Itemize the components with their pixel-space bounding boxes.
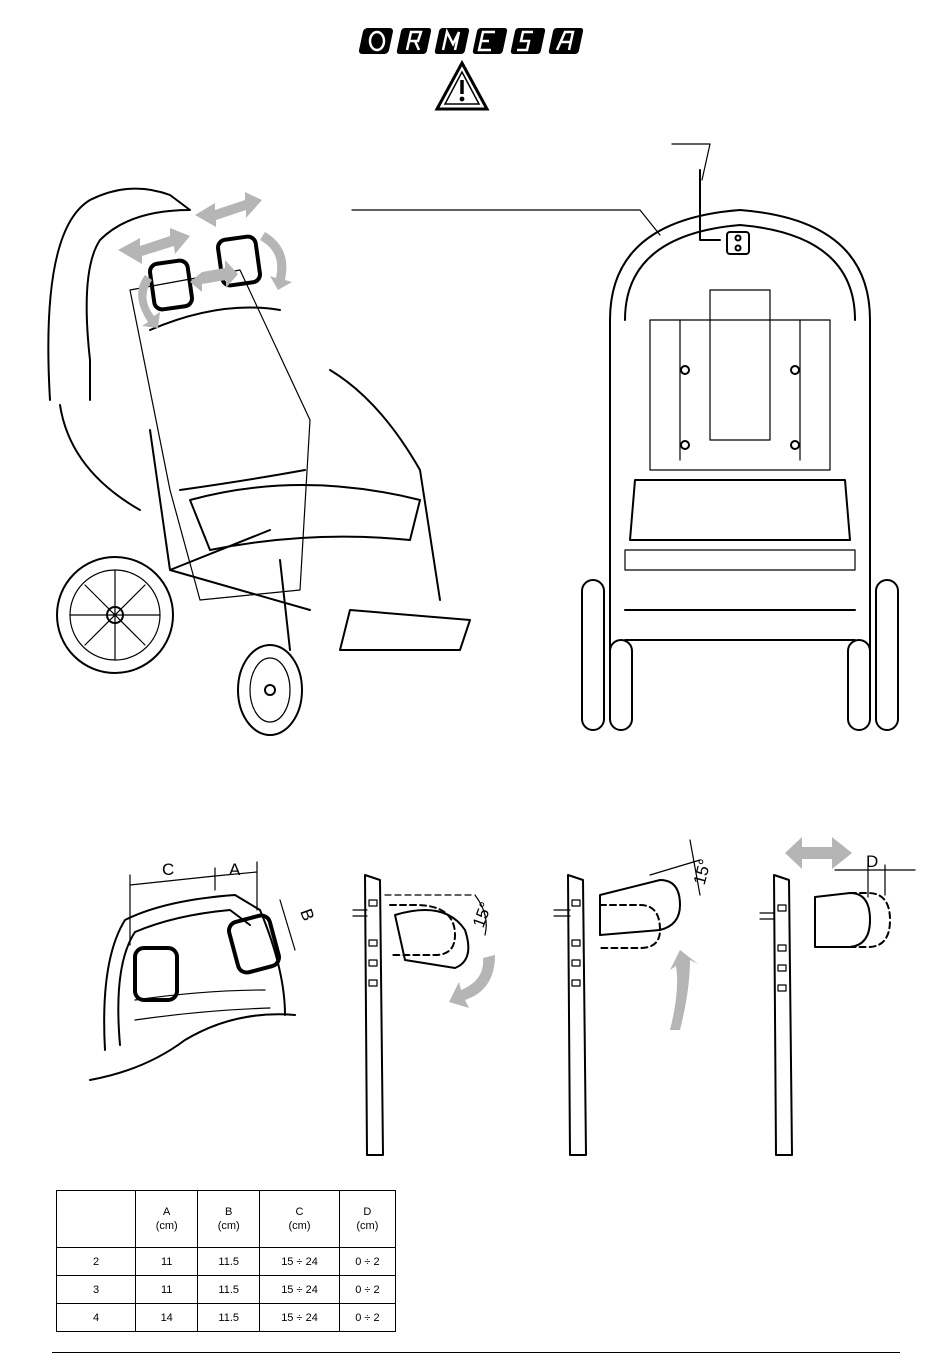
table-cell: 2 bbox=[57, 1248, 136, 1276]
table-cell: 0 ÷ 2 bbox=[339, 1248, 395, 1276]
table-header-cell: C(cm) bbox=[260, 1191, 340, 1248]
table-header-cell: A(cm) bbox=[136, 1191, 198, 1248]
table-cell: 11 bbox=[136, 1276, 198, 1304]
table-row: 2 11 11.5 15 ÷ 24 0 ÷ 2 bbox=[57, 1248, 396, 1276]
table-cell: 0 ÷ 2 bbox=[339, 1304, 395, 1332]
detail-tilt-up bbox=[540, 840, 710, 1160]
table-header-cell bbox=[57, 1191, 136, 1248]
table-cell: 15 ÷ 24 bbox=[260, 1304, 340, 1332]
table-header-cell: B(cm) bbox=[198, 1191, 260, 1248]
stroller-rear-illustration bbox=[580, 170, 900, 740]
table-cell: 15 ÷ 24 bbox=[260, 1276, 340, 1304]
table-cell: 11.5 bbox=[198, 1276, 260, 1304]
detail-depth-adjust bbox=[740, 835, 920, 1160]
table-row: 4 14 11.5 15 ÷ 24 0 ÷ 2 bbox=[57, 1304, 396, 1332]
table-row: 3 11 11.5 15 ÷ 24 0 ÷ 2 bbox=[57, 1276, 396, 1304]
detail-headrest-dimensions bbox=[85, 850, 315, 1090]
table-cell: 0 ÷ 2 bbox=[339, 1276, 395, 1304]
dimension-d-label: D bbox=[866, 852, 878, 872]
dimension-a-label: A bbox=[229, 860, 240, 880]
footer-divider bbox=[52, 1352, 900, 1353]
table-cell: 11.5 bbox=[198, 1248, 260, 1276]
warning-triangle-icon bbox=[434, 60, 490, 112]
stroller-side-illustration bbox=[30, 170, 490, 750]
table-cell: 3 bbox=[57, 1276, 136, 1304]
table-header-row: A(cm) B(cm) C(cm) D(cm) bbox=[57, 1191, 396, 1248]
ormesa-logo bbox=[355, 22, 595, 60]
table-cell: 14 bbox=[136, 1304, 198, 1332]
dimension-c-label: C bbox=[162, 860, 174, 880]
table-cell: 4 bbox=[57, 1304, 136, 1332]
table-header-cell: D(cm) bbox=[339, 1191, 395, 1248]
table-cell: 11 bbox=[136, 1248, 198, 1276]
table-cell: 11.5 bbox=[198, 1304, 260, 1332]
table-cell: 15 ÷ 24 bbox=[260, 1248, 340, 1276]
headrest-size-table: A(cm) B(cm) C(cm) D(cm) 2 11 11.5 15 ÷ 2… bbox=[56, 1190, 396, 1332]
